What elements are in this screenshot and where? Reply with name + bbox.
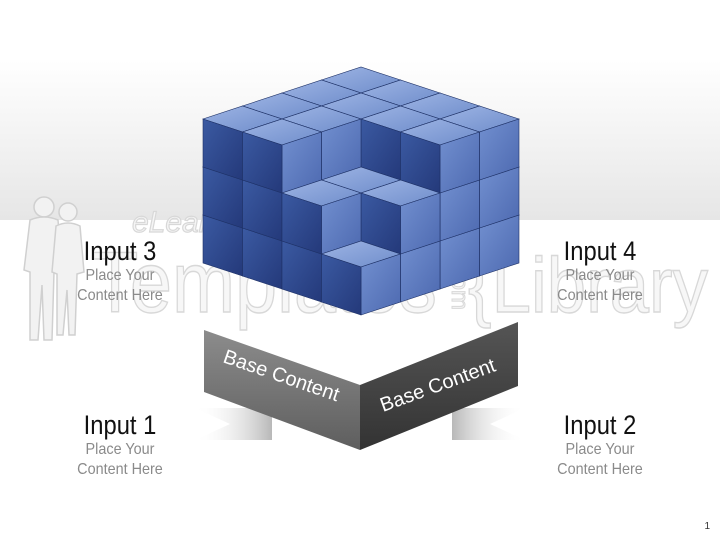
input-4-line2: Content Here: [557, 287, 643, 304]
input-2-line2: Content Here: [557, 461, 643, 478]
input-4-line1: Place Your: [565, 267, 635, 284]
input-3-line1: Place Your: [85, 267, 155, 284]
input-3-title: Input 3: [83, 236, 157, 266]
input-2-line1: Place Your: [565, 441, 635, 458]
input-4-label: Input 4 Place Your Content Here: [520, 236, 680, 306]
input-1-title: Input 1: [83, 410, 157, 440]
input-2-title: Input 2: [563, 410, 637, 440]
input-1-line1: Place Your: [85, 441, 155, 458]
base-slab-left-face: [204, 330, 360, 450]
cube-right-face: [281, 192, 322, 255]
cube-right-face: [242, 131, 283, 194]
input-1-label: Input 1 Place Your Content Here: [40, 410, 200, 480]
input-1-line2: Content Here: [77, 461, 163, 478]
input-1-arrow: [195, 408, 272, 440]
input-2-label: Input 2 Place Your Content Here: [520, 410, 680, 480]
cube-stack: [202, 66, 520, 316]
input-3-label: Input 3 Place Your Content Here: [40, 236, 200, 306]
cube-right-face: [321, 253, 362, 316]
input-3-line2: Content Here: [77, 287, 163, 304]
input-2-arrow: [452, 408, 525, 440]
page-number: 1: [704, 521, 710, 532]
base-slab-right-face: [360, 322, 518, 450]
input-4-title: Input 4: [563, 236, 637, 266]
